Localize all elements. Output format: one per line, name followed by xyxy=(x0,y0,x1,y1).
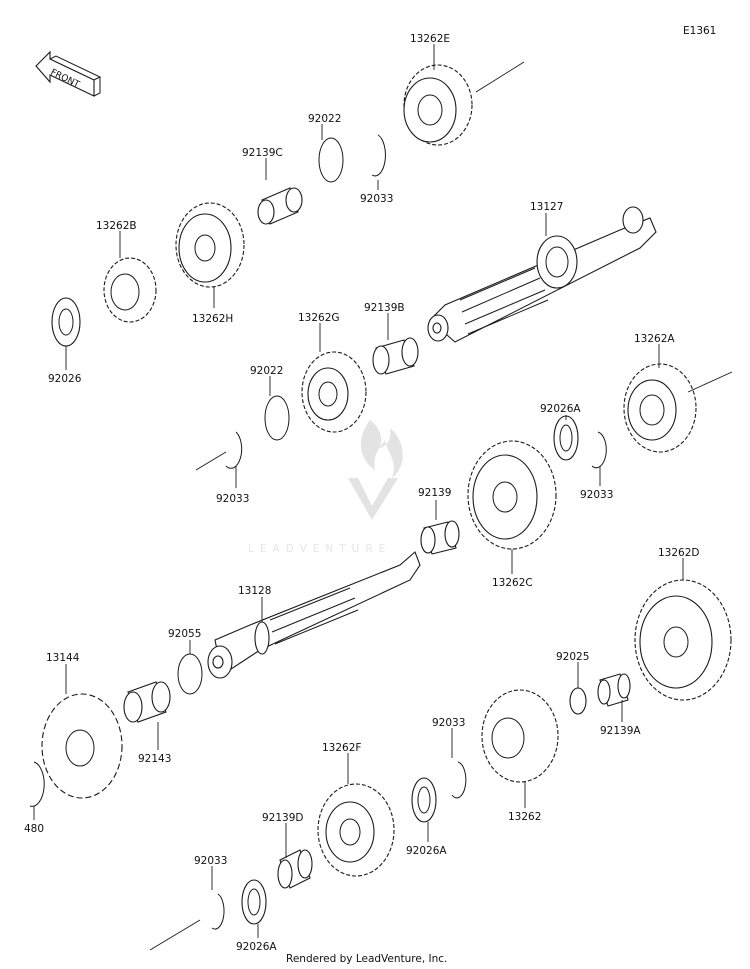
callout-92055: 92055 xyxy=(168,628,201,640)
front-arrow-icon: FRONT xyxy=(35,50,102,97)
washer-92026A-lower xyxy=(241,879,267,925)
leader-lines xyxy=(33,44,684,938)
axis-arrow-bottom xyxy=(149,919,201,951)
callout-92143: 92143 xyxy=(138,753,171,765)
circlip-92033-lower xyxy=(211,893,225,930)
callout-92139: 92139 xyxy=(418,487,451,499)
oring-92055 xyxy=(177,653,203,695)
callout-92022-upper: 92022 xyxy=(308,113,341,125)
callout-480: 480 xyxy=(24,823,44,835)
collar-92143 xyxy=(123,681,171,723)
gear-13262C xyxy=(467,440,557,550)
sprocket-13144 xyxy=(41,693,123,799)
bearing-92139B xyxy=(372,337,419,375)
washer-92026 xyxy=(51,297,81,347)
watermark-text: LEADVENTURE xyxy=(248,543,391,555)
callout-13262: 13262 xyxy=(508,811,541,823)
bearing-92139D xyxy=(277,849,313,889)
callout-13262B: 13262B xyxy=(96,220,137,232)
callout-92033-lower: 92033 xyxy=(194,855,227,867)
callout-13262A: 13262A xyxy=(634,333,675,345)
circlip-92033-mid xyxy=(225,431,243,469)
gear-13262F xyxy=(317,783,395,877)
washer-92026A-mid xyxy=(411,777,437,823)
callout-92026A-lower: 92026A xyxy=(236,941,277,953)
gear-13262D xyxy=(634,579,732,701)
callout-13128: 13128 xyxy=(238,585,271,597)
ring-92022-mid xyxy=(264,395,290,441)
circlip-480 xyxy=(29,761,45,807)
callout-92139C: 92139C xyxy=(242,147,283,159)
callout-13262D: 13262D xyxy=(658,547,700,559)
callout-13262G: 13262G xyxy=(298,312,340,324)
callout-13262E: 13262E xyxy=(410,33,450,45)
callout-13262H: 13262H xyxy=(192,313,233,325)
bearing-92139C xyxy=(257,187,303,225)
axis-arrow-left xyxy=(195,451,227,471)
gear-13262B xyxy=(103,257,157,323)
gear-13262A xyxy=(623,363,697,453)
circlip-92033-lowright xyxy=(451,761,467,799)
callout-92025: 92025 xyxy=(556,651,589,663)
diagram-code: E1361 xyxy=(683,25,716,37)
axis-arrow-right xyxy=(687,371,733,393)
callout-92033-mid: 92033 xyxy=(216,493,249,505)
callout-13262C: 13262C xyxy=(492,577,533,589)
callout-92026A-right: 92026A xyxy=(540,403,581,415)
ring-92022-upper xyxy=(318,137,344,183)
callout-92026: 92026 xyxy=(48,373,82,385)
callout-92033-right: 92033 xyxy=(580,489,613,501)
circlip-92033-upper xyxy=(371,134,386,177)
axis-arrow-top xyxy=(475,61,525,93)
watermark-logo: LEADVENTURE xyxy=(248,420,403,555)
callout-92033-upper: 92033 xyxy=(360,193,393,205)
callout-13127: 13127 xyxy=(530,201,563,213)
callout-92022-mid: 92022 xyxy=(250,365,283,377)
footer-credit: Rendered by LeadVenture, Inc. xyxy=(286,953,447,965)
washer-92026A-right xyxy=(553,415,579,461)
bearing-92139 xyxy=(420,520,460,555)
callout-92139B: 92139B xyxy=(364,302,405,314)
circlip-92033-right xyxy=(591,431,607,469)
washer-92025 xyxy=(569,687,587,715)
shaft-13128 xyxy=(207,551,421,679)
gear-13127-integrated xyxy=(536,235,578,289)
callout-92026A-mid: 92026A xyxy=(406,845,447,857)
gear-13262 xyxy=(481,689,559,783)
gear-13262H xyxy=(175,202,245,288)
callout-92139D: 92139D xyxy=(262,812,304,824)
gear-13262E xyxy=(403,64,473,146)
callout-92139A: 92139A xyxy=(600,725,641,737)
callout-13144: 13144 xyxy=(46,652,80,664)
callout-92033-lowright: 92033 xyxy=(432,717,465,729)
gear-13262G xyxy=(301,351,367,433)
bearing-92139A xyxy=(597,673,631,707)
callout-13262F: 13262F xyxy=(322,742,361,754)
